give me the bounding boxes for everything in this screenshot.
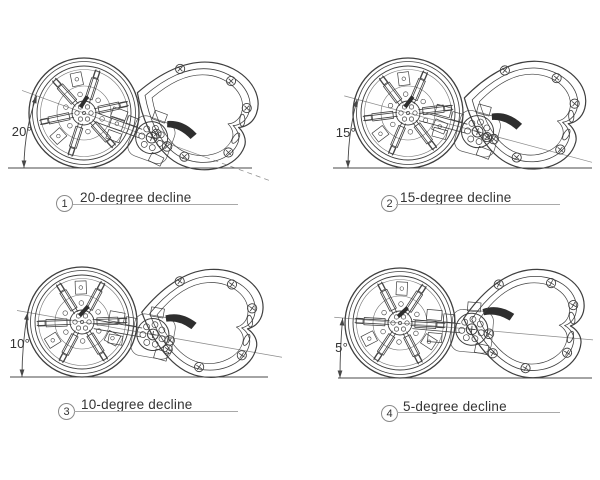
panel-caption-2: 15-degree decline [400,190,512,205]
caption-underline-4 [397,412,560,413]
angle-label-3: 10° [9,336,30,351]
panel-number-badge-3: 3 [58,403,75,420]
angle-label-2: 15° [335,125,356,140]
caption-underline-1 [73,204,238,205]
panel-caption-4: 5-degree decline [403,399,507,414]
caption-underline-3 [74,411,238,412]
caption-underline-2 [396,204,560,205]
panel-caption-3: 10-degree decline [81,397,193,412]
panel-number-badge-1: 1 [56,195,73,212]
angle-label-1: 20° [11,124,32,139]
angle-label-4: 5° [335,340,348,355]
panel-number-badge-4: 4 [381,405,398,422]
panel-caption-1: 20-degree decline [80,190,192,205]
panel-number-badge-2: 2 [381,195,398,212]
